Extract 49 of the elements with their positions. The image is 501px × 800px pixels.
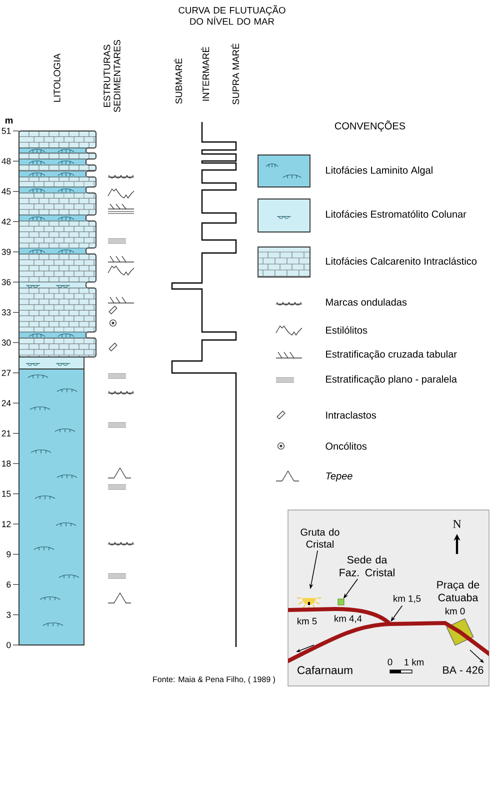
depth-label: 51	[2, 128, 11, 134]
column-heading: SUPRA MARÉ	[230, 44, 240, 104]
column-heading: LITOLOGIA	[54, 53, 60, 102]
depth-label: 36	[2, 279, 11, 286]
scale-label: 1 km	[404, 658, 424, 666]
depth-label: 30	[2, 340, 11, 346]
legend-label: Litofácies Estromatólito Colunar	[326, 210, 466, 218]
depth-label: 33	[2, 309, 11, 316]
depth-label: 45	[2, 188, 11, 194]
column-heading: ESTRUTURAS SEDIMENTARES	[104, 40, 120, 112]
legend-label: Oncólitos	[326, 442, 367, 450]
place-label: Gruta do Cristal	[300, 528, 340, 548]
legend-label: Estratificação cruzada tabular	[326, 350, 457, 360]
depth-label: 21	[2, 430, 11, 436]
place-label: Sede da Faz. Cristal	[340, 556, 394, 576]
depth-label: 39	[2, 248, 11, 255]
depth-label: 48	[2, 158, 11, 164]
depth-label: 12	[2, 521, 11, 528]
place-label: km 1,5	[394, 595, 421, 603]
map-label: km 4,4	[334, 615, 362, 623]
column-heading: INTERMARÉ	[200, 46, 210, 101]
north-label: N	[453, 520, 462, 528]
map-label: km 0	[446, 608, 465, 614]
legend-label: Intraclastos	[326, 411, 376, 419]
depth-label: 24	[2, 400, 11, 406]
legend-label: Litofácies Calcarenito Intraclástico	[326, 257, 477, 265]
sun-icon	[296, 598, 322, 610]
map-label: km 5	[298, 618, 317, 624]
depth-label: 27	[2, 370, 11, 376]
source-note: Fonte: Maia & Pena Filho, ( 1989 )	[153, 676, 275, 684]
depth-label: 15	[2, 490, 11, 497]
column-heading: CURVA DE FLUTUAÇÃO DO NÍVEL DO MAR	[178, 5, 286, 25]
column-heading: SUBMARÉ	[174, 58, 182, 104]
depth-label: 42	[2, 218, 11, 225]
depth-label: 6	[6, 581, 11, 588]
legend-heading: CONVENÇÕES	[334, 120, 406, 132]
depth-label: 18	[2, 460, 11, 467]
axis-unit: m	[5, 118, 13, 124]
road	[288, 607, 489, 664]
farm-marker	[338, 598, 344, 606]
legend-label: Estilólitos	[326, 326, 368, 334]
depth-label: 3	[6, 612, 11, 618]
depth-label: 0	[6, 642, 11, 648]
legend-label: Tepee	[326, 472, 352, 482]
legend-label: Litofácies Laminito Algal	[326, 166, 432, 176]
legend-label: Estratificação plano - paralela	[326, 375, 457, 385]
legend-label: Marcas onduladas	[326, 298, 407, 306]
scale-label: 0	[388, 658, 392, 666]
depth-label: 9	[6, 551, 11, 558]
